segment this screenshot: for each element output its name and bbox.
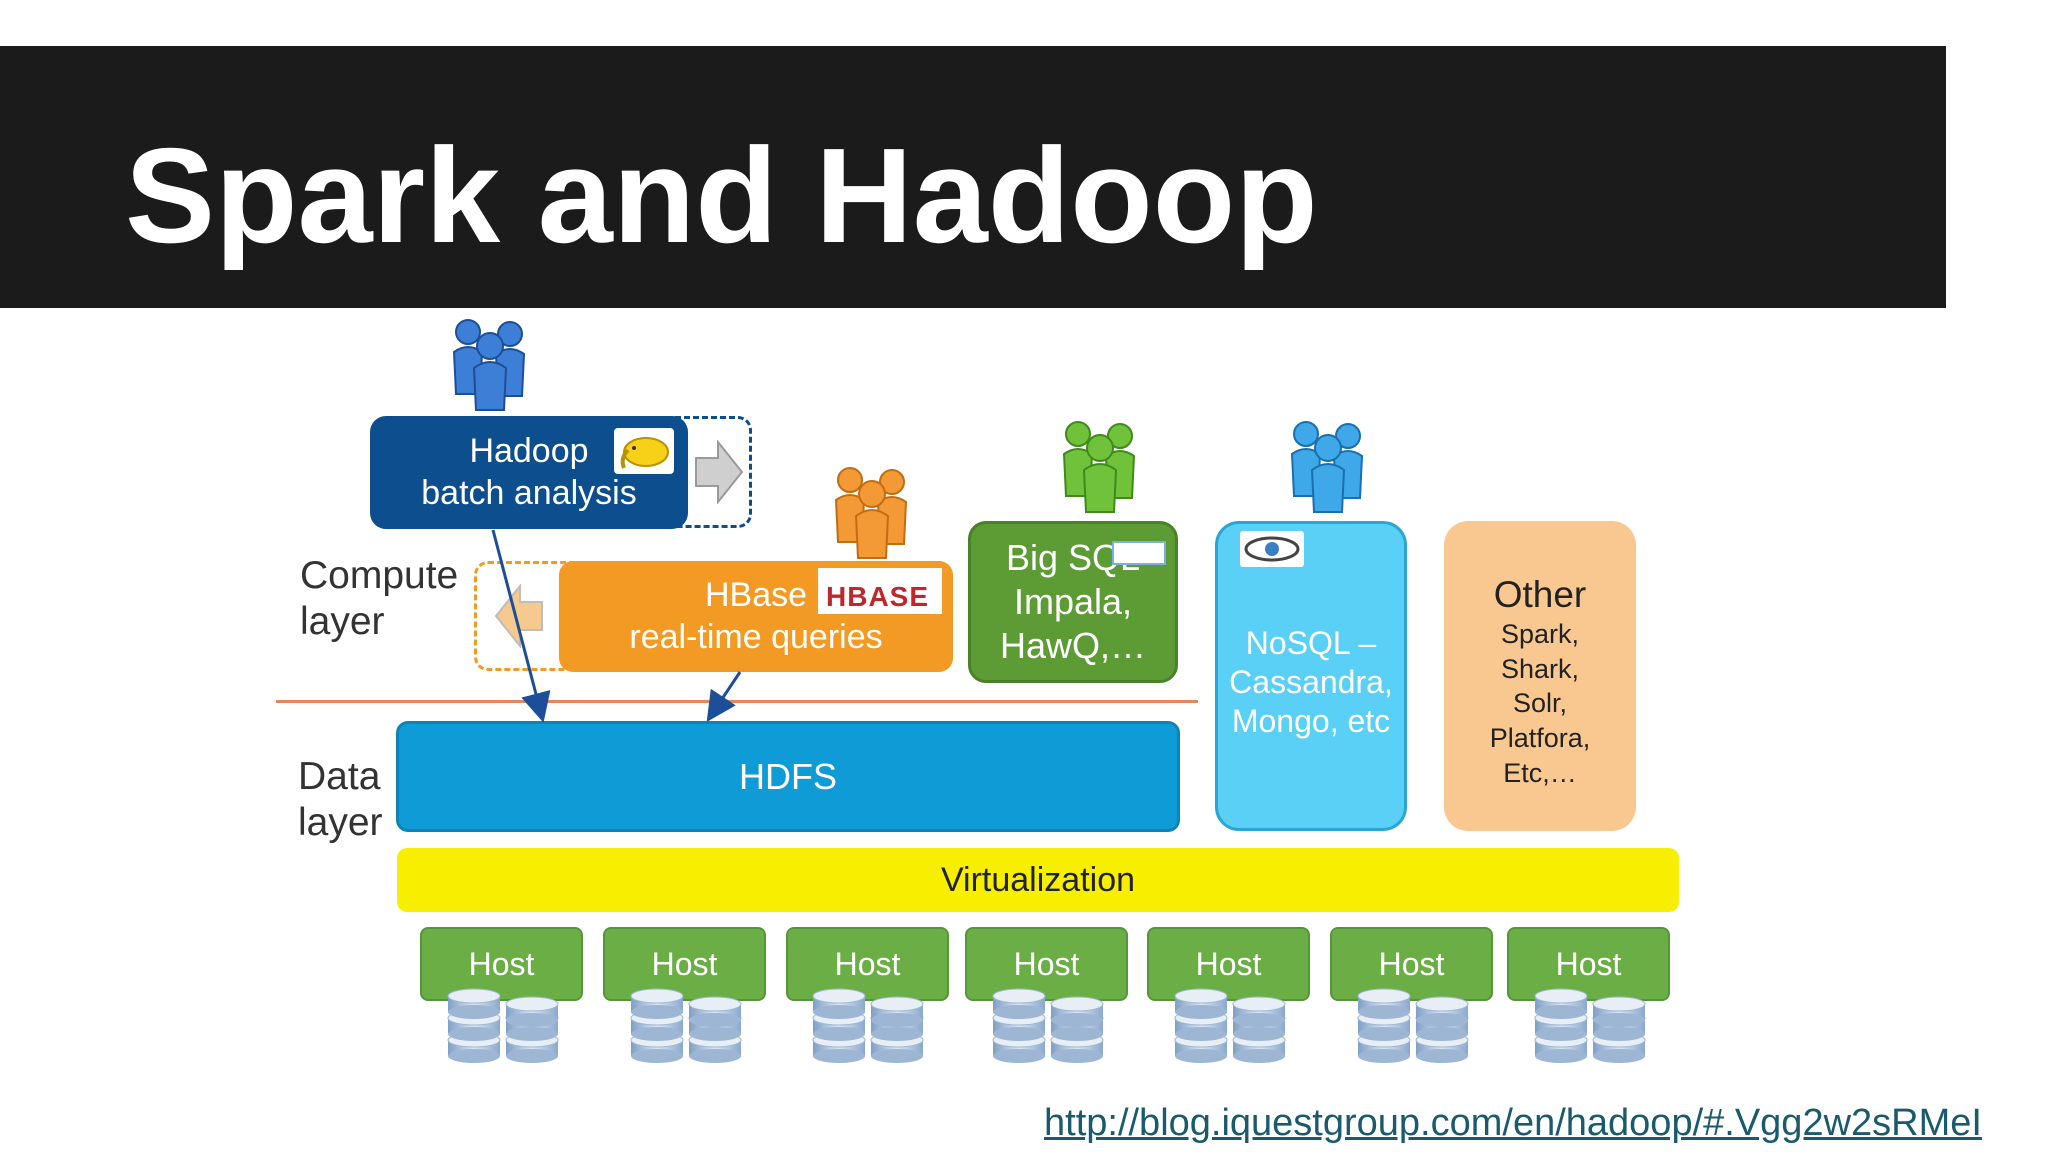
database-disks-icon bbox=[1358, 989, 1468, 1063]
bigsql-line3: HawQ,… bbox=[999, 624, 1147, 666]
host-box: Host bbox=[786, 927, 949, 1001]
hbase-subtitle: real-time queries bbox=[629, 617, 883, 656]
hbase-title: HBase bbox=[704, 576, 808, 615]
other-item: Etc,… bbox=[1503, 757, 1577, 788]
nosql-line3: Mongo, etc bbox=[1231, 703, 1391, 740]
people-icon bbox=[452, 319, 526, 411]
nosql-eye-logo bbox=[1240, 531, 1304, 567]
other-item: Spark, bbox=[1500, 619, 1580, 650]
source-link[interactable]: http://blog.iquestgroup.com/en/hadoop/#.… bbox=[1044, 1102, 1982, 1144]
other-item: Solr, bbox=[1512, 688, 1568, 719]
host-box: Host bbox=[420, 927, 583, 1001]
virtualization-bar: Virtualization bbox=[397, 848, 1679, 912]
host-box: Host bbox=[1330, 927, 1493, 1001]
host-box: Host bbox=[1147, 927, 1310, 1001]
hadoop-title: Hadoop bbox=[469, 432, 589, 471]
other-title: Other bbox=[1493, 574, 1587, 615]
database-disks-icon bbox=[1175, 989, 1285, 1063]
database-disks-icon bbox=[813, 989, 923, 1063]
bigsql-line2: Impala, bbox=[1013, 581, 1133, 623]
nosql-line1: NoSQL – bbox=[1245, 625, 1377, 661]
bigsql-logo bbox=[1112, 541, 1166, 565]
database-disks-icon bbox=[1535, 989, 1645, 1063]
hadoop-dashed-outline bbox=[612, 416, 752, 528]
arrow-right-icon bbox=[695, 440, 744, 504]
other-item: Platfora, bbox=[1489, 723, 1591, 754]
host-box: Host bbox=[965, 927, 1128, 1001]
slide-title: Spark and Hadoop bbox=[125, 120, 1318, 271]
nosql-box: NoSQL – Cassandra, Mongo, etc bbox=[1215, 521, 1407, 831]
host-box: Host bbox=[1507, 927, 1670, 1001]
database-disks-icon bbox=[631, 989, 741, 1063]
virtualization-label: Virtualization bbox=[940, 860, 1136, 899]
hbase-dashed-outline bbox=[474, 561, 594, 671]
hadoop-elephant-logo bbox=[614, 428, 674, 474]
title-bar bbox=[0, 46, 1946, 308]
people-icon bbox=[1290, 421, 1364, 513]
database-disks-icon bbox=[993, 989, 1103, 1063]
nosql-line2: Cassandra, bbox=[1229, 664, 1393, 701]
hdfs-box: HDFS bbox=[396, 721, 1180, 832]
hbase-logo-text: HBASE bbox=[826, 581, 930, 612]
host-box: Host bbox=[603, 927, 766, 1001]
data-layer-label: Data layer bbox=[298, 755, 383, 844]
compute-layer-label: Compute layer bbox=[300, 554, 459, 643]
hbase-logo: HBASE bbox=[818, 568, 942, 614]
arrow-left-icon bbox=[494, 584, 543, 648]
hadoop-subtitle: batch analysis bbox=[421, 473, 637, 512]
people-icon bbox=[834, 467, 908, 559]
hdfs-label: HDFS bbox=[739, 755, 837, 797]
database-disks-icon bbox=[448, 989, 558, 1063]
people-icon bbox=[1062, 421, 1136, 513]
other-item: Shark, bbox=[1500, 653, 1580, 684]
other-box: Other Spark, Shark, Solr, Platfora, Etc,… bbox=[1444, 521, 1636, 831]
layer-separator bbox=[276, 700, 1198, 703]
